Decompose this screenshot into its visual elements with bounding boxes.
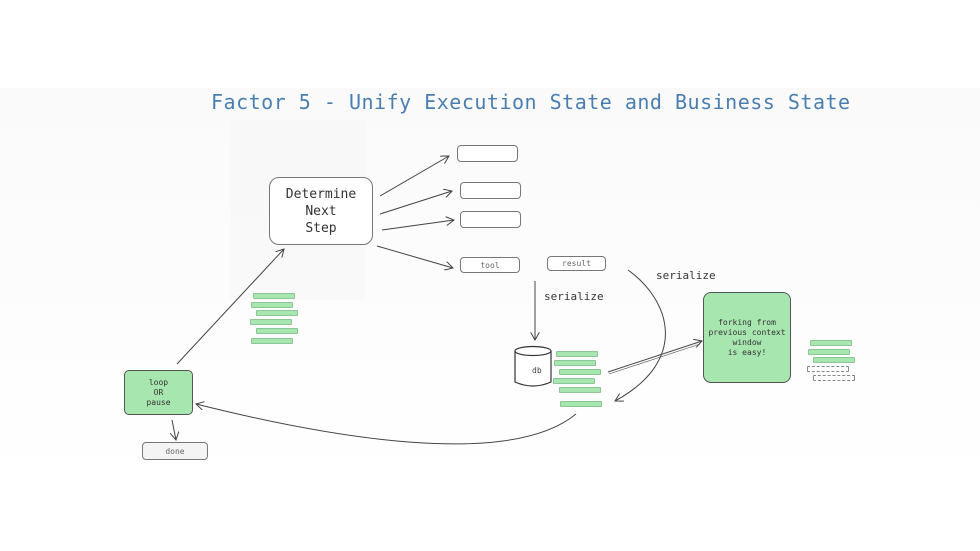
result-box: result: [547, 256, 606, 271]
arrow-loop-to-determine: [176, 249, 284, 365]
arrow-db-to-forking: [607, 341, 702, 373]
db-label: db: [532, 366, 542, 375]
arrow-determine-to-tool: [376, 245, 453, 268]
forking-box: forking from previous context window is …: [703, 292, 791, 383]
output-box-3: [460, 211, 521, 228]
arrow-loop-to-done: [172, 419, 176, 440]
arrow-determine-to-box3: [381, 220, 454, 231]
tool-box: tool: [460, 257, 520, 273]
diagram-title: Factor 5 - Unify Execution State and Bus…: [211, 90, 851, 114]
arrow-db-to-loop: [196, 404, 577, 445]
arrow-determine-to-box1: [379, 156, 449, 197]
loop-or-pause-box: loop OR pause: [124, 370, 193, 415]
arrow-determine-to-box2: [379, 191, 452, 215]
output-box-1: [457, 145, 518, 162]
done-box: done: [142, 442, 208, 460]
determine-next-step-box: Determine Next Step: [269, 177, 373, 245]
arrow-result-serialize-curve: [615, 269, 666, 401]
serialize-label-down: serialize: [544, 290, 604, 303]
serialize-label-right: serialize: [656, 269, 716, 282]
output-box-2: [460, 182, 521, 199]
db-cylinder-icon: [514, 345, 552, 387]
